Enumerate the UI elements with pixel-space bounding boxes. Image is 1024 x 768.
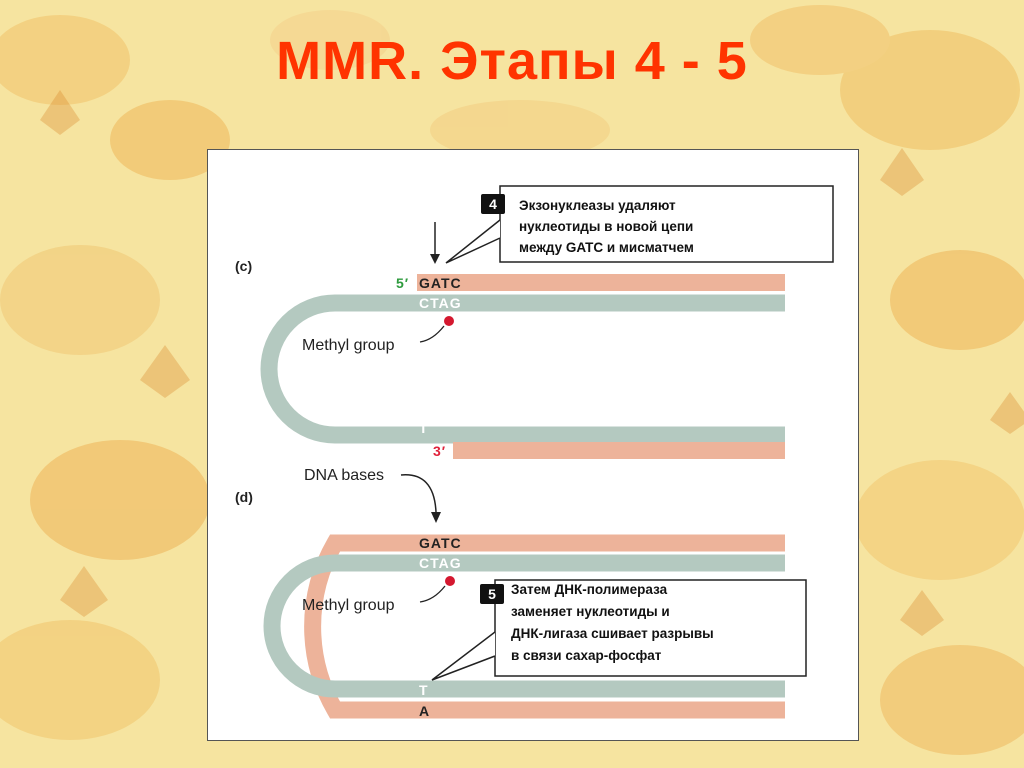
base-t-d: T — [419, 682, 429, 698]
step-4-number: 4 — [489, 196, 497, 212]
slide-title: MMR. Этапы 4 - 5 — [276, 31, 748, 91]
ctag-seq-d: CTAG — [419, 555, 462, 571]
step-5-note-line-4: в связи сахар-фосфат — [511, 648, 662, 663]
step-4-note-line-2: нуклеотиды в новой цепи — [519, 219, 693, 234]
methyl-pointer-d — [419, 585, 446, 603]
methyl-pointer-c — [419, 325, 445, 343]
dna-bases-label: DNA bases — [304, 467, 384, 484]
methyl-label-c: Methyl group — [302, 337, 395, 354]
new-strand-bottom-c — [453, 442, 785, 459]
step-4-callout-pointer — [445, 219, 501, 264]
methyl-dot-c — [444, 316, 454, 326]
base-a-d: A — [419, 703, 430, 719]
panel-c-label: (c) — [235, 258, 252, 274]
step-5-note-line-1: Затем ДНК-полимераза — [511, 582, 668, 597]
gatc-seq-c: GATC — [419, 275, 462, 291]
dna-bases-arrow — [400, 474, 437, 513]
mismatch-base-t-c: T — [419, 420, 429, 436]
old-strand-loop-c — [260, 294, 785, 444]
mmr-diagram-panel: (c) 4 Экзонуклеазы удаляют нуклеотиды в … — [207, 149, 859, 741]
step-4-note-line-3: между GATC и мисматчем — [519, 240, 694, 255]
step-5-note-line-3: ДНК-лигаза сшивает разрывы — [511, 626, 714, 641]
cut-arrow-head — [430, 254, 440, 264]
three-prime-label: 3′ — [433, 443, 446, 459]
old-strand-loop-d — [263, 554, 785, 698]
step-5-badge — [480, 584, 504, 604]
five-prime-label: 5′ — [396, 275, 409, 291]
methyl-label-d: Methyl group — [302, 597, 395, 614]
step-5-callout-pointer — [431, 631, 496, 681]
step-4-note-line-1: Экзонуклеазы удаляют — [519, 198, 676, 213]
dna-bases-arrow-head — [431, 512, 441, 523]
mmr-diagram: (c) 4 Экзонуклеазы удаляют нуклеотиды в … — [235, 185, 834, 719]
step-5-note-line-2: заменяет нуклеотиды и — [511, 604, 670, 619]
step-5-number: 5 — [488, 586, 496, 602]
step-4-badge — [481, 194, 505, 214]
ctag-seq-c: CTAG — [419, 295, 462, 311]
methyl-dot-d — [445, 576, 455, 586]
panel-d-label: (d) — [235, 489, 253, 505]
gatc-seq-d: GATC — [419, 535, 462, 551]
new-strand-top-c — [417, 274, 785, 291]
